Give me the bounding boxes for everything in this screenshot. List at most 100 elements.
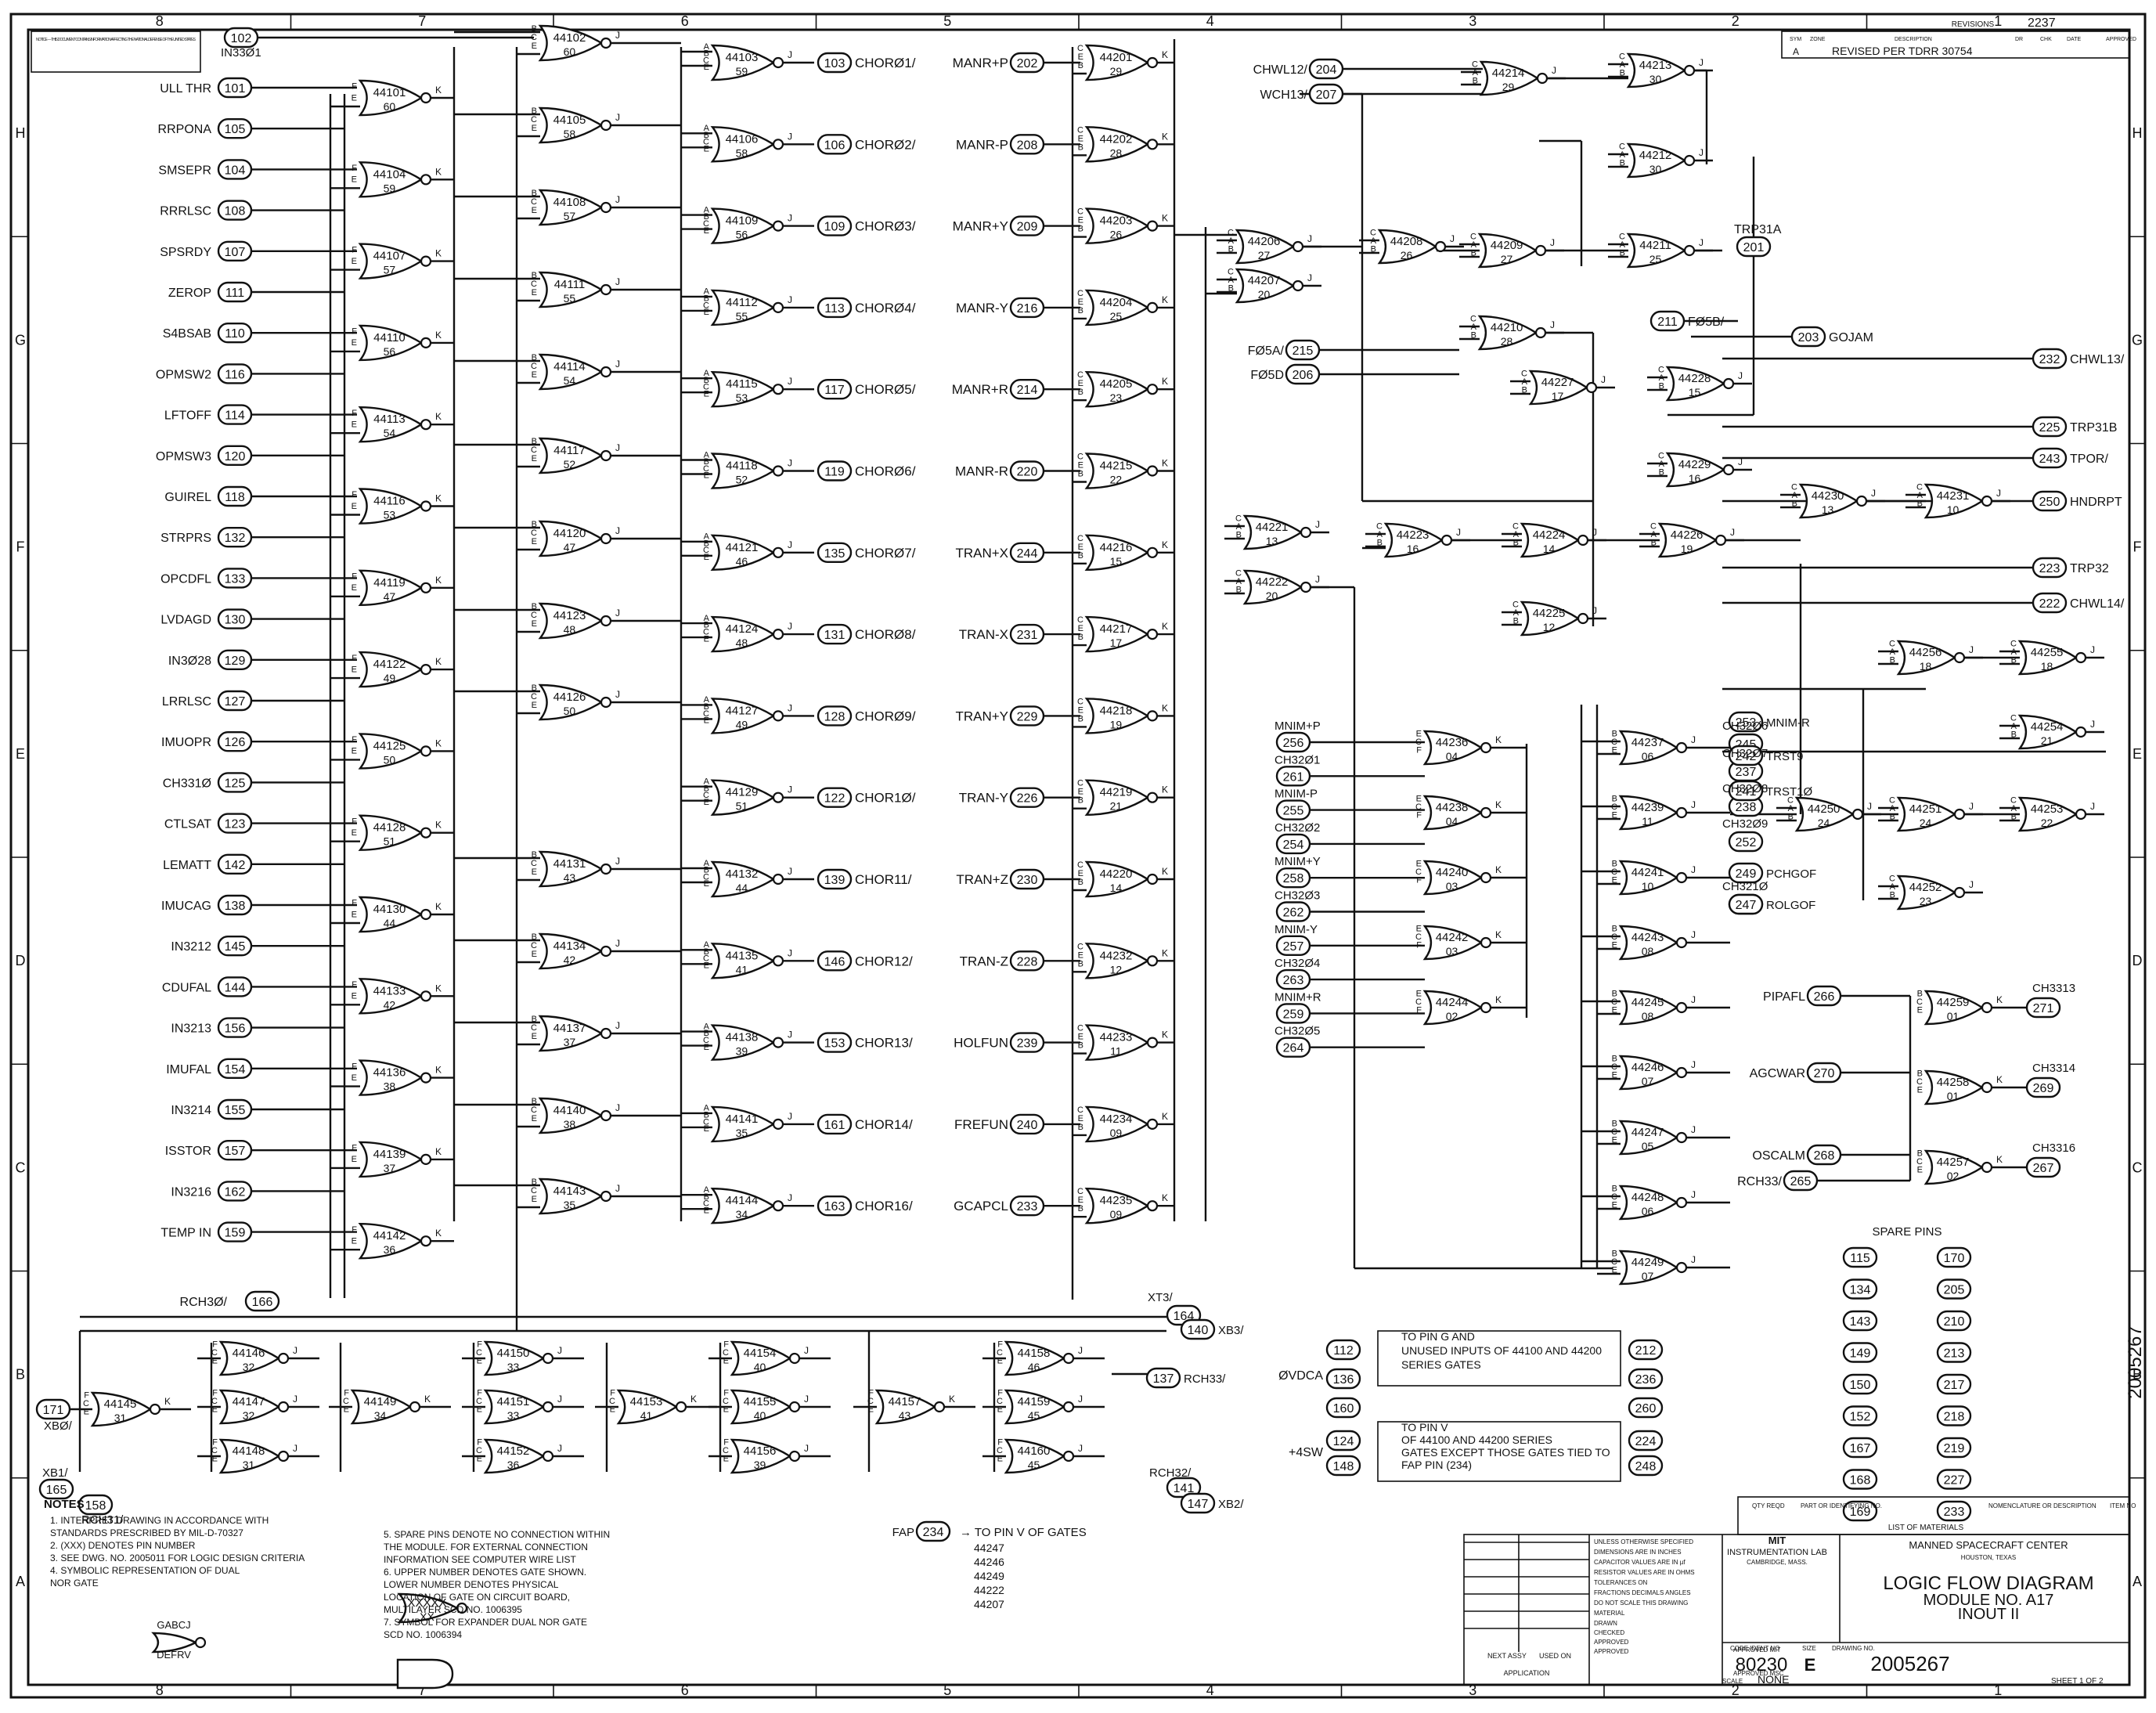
drawing-title-2: MODULE NO. A17 [1923,1592,2054,1609]
gate-body [538,1177,604,1215]
input-letter: E [997,1357,1003,1366]
used-on: USED ON [1539,1652,1571,1660]
output-bubble [600,37,612,49]
output-letter: J [557,1394,562,1405]
pin-141: 141 [1166,1477,1202,1498]
revision-desc: REVISED PER TDRR 30754 [1832,45,1973,57]
gate-body [1798,483,1859,519]
power-note: TO PIN G AND [1401,1330,1475,1343]
input-signal-label: RCH33/ [1737,1175,1782,1188]
gate-body [1084,779,1150,816]
pin-number: 242 [1736,750,1757,763]
input-letter: A [704,777,710,787]
gate-body [2017,714,2078,750]
bottom-signal-label: RCH32/ [1149,1466,1192,1480]
pin-number: 237 [1736,766,1757,779]
gate-number: 44149 [364,1395,397,1408]
note-line: 4. SYMBOLIC REPRESENTATION OF DUAL [50,1565,240,1576]
gate-body [1422,795,1484,831]
gate-body [538,520,604,557]
input-letter: E [1612,1201,1617,1210]
input-letter: F [352,1144,357,1153]
pin-number: 226 [1017,792,1038,806]
pin-oval [1180,1318,1216,1340]
pin-oval [1325,1455,1361,1477]
gate-body [1618,730,1679,766]
gate-body [1896,796,1957,832]
output-letter: J [615,689,620,700]
gate-location: 43 [564,871,576,884]
input-letter: B [1078,633,1083,642]
pin-number: 141 [1174,1482,1195,1495]
pin-206: 206 [1285,363,1321,385]
note-line: 2. (XXX) DENOTES PIN NUMBER [50,1540,196,1551]
input-letter: B [1917,1149,1923,1159]
gate-body [1657,522,1718,558]
input-letter: C [703,1199,709,1209]
input-letter: A [704,1185,710,1195]
input-letter: B [1612,1120,1617,1129]
role-label: CHECKED [1594,1629,1624,1636]
output-letter: J [788,131,792,142]
output-bubble [277,1401,290,1413]
pin-139: 139 [817,868,853,890]
output-letter: J [1691,864,1696,875]
pin-number: 136 [1333,1373,1354,1387]
output-letter: K [435,737,442,748]
pin-number: 234 [923,1526,944,1539]
pin-240: 240 [1009,1113,1045,1135]
input-letter: C [1658,452,1664,461]
gate-body [358,1141,424,1178]
pin-oval [1009,215,1045,236]
output-bubble [1300,526,1312,539]
gate-body [358,79,424,117]
output-letter: J [788,1030,792,1040]
gate-location: 58 [564,128,576,140]
input-letter: A [1620,240,1626,250]
gate-body [1422,990,1484,1026]
input-letter: C [531,941,537,950]
input-letter: A [704,695,710,705]
gate-body [538,353,604,391]
chor-output-label: CHORØ5/ [855,382,916,397]
input-letter: C [1077,125,1083,135]
input-letter: E [704,716,709,726]
gate-number: 44105 [553,114,586,127]
revision-col: DESCRIPTION [1895,37,1932,42]
gate-location: 03 [1446,880,1458,893]
input-letter: C [867,1397,874,1406]
gate-location: 25 [1110,310,1123,323]
output-letter: K [1162,866,1168,877]
gate-body [538,1097,604,1134]
top-zone-label: 6 [681,13,689,29]
input-letter: B [1078,388,1083,397]
gate-number: 44107 [373,250,406,263]
pin-number: 250 [2039,496,2060,509]
gate-number: 44253 [2031,802,2064,816]
input-letter: F [1416,941,1422,950]
input-letter: E [704,553,709,562]
pin-267: 267 [2025,1156,2061,1178]
input-letter: B [532,1097,537,1106]
output-letter: J [615,1020,620,1031]
input-letter: A [2011,647,2017,657]
pin-203: 203 [1790,326,1826,348]
output-bubble [1146,873,1159,885]
role-label: APPROVED [1594,1639,1629,1646]
manr-input-label: MANR-Y [956,301,1008,316]
input-letter: C [723,1446,729,1455]
output-letter: K [435,1146,442,1157]
top-zone-label: 7 [418,13,426,29]
pin-oval [217,1221,253,1242]
output-bubble [2075,808,2087,820]
input-letter: E [1612,941,1617,950]
